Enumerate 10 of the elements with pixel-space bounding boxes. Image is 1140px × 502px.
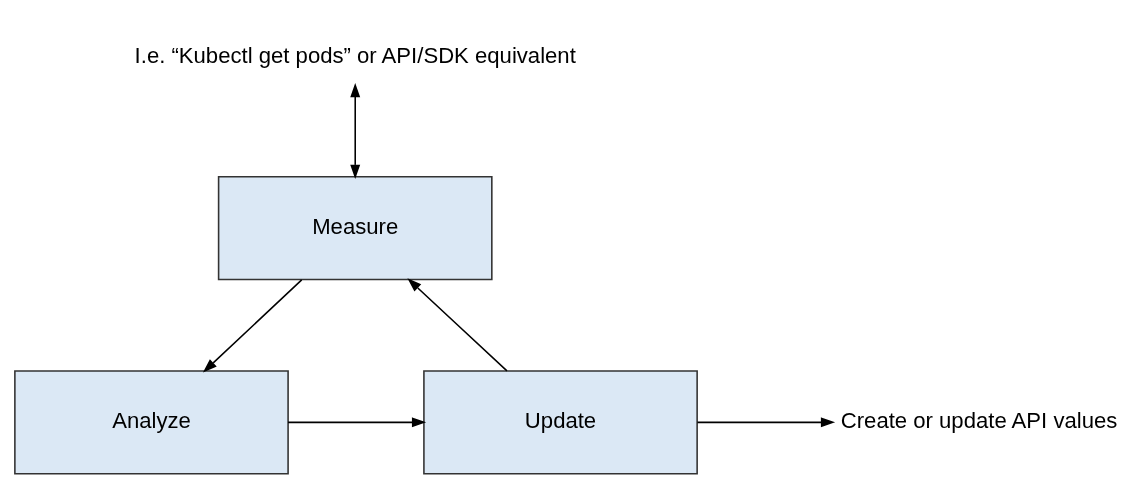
node-box: Measure [217,176,493,281]
arrow [350,82,361,179]
arrow [696,417,836,428]
arrow [287,417,427,428]
arrow [407,278,508,372]
node-box: Update [423,370,698,475]
node-box: Analyze [14,370,289,475]
node-text: Create or update API values [840,408,1118,434]
node-text: I.e. “Kubectl get pods” or API/SDK equivalent [134,42,576,68]
arrow [202,279,303,373]
